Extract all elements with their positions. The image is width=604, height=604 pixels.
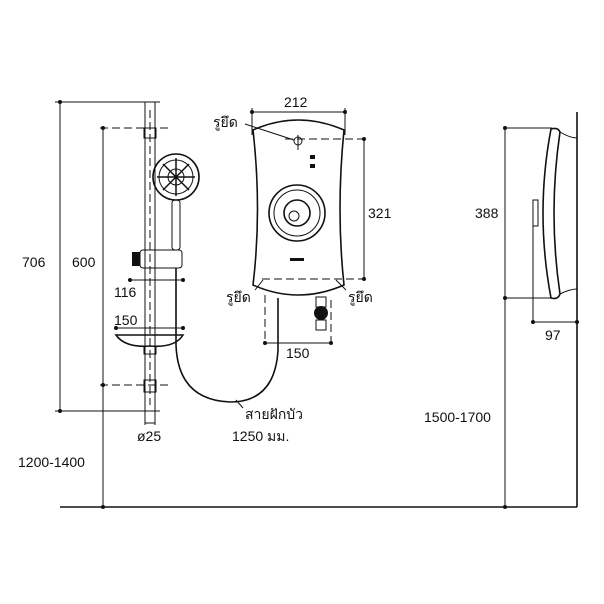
dimension-pipe-150 [263, 295, 333, 345]
water-heater-front [252, 119, 345, 296]
label-150-pipe: 150 [286, 345, 310, 361]
label-fix-hole-right: รูยึด [348, 289, 373, 306]
dimension-25 [144, 411, 156, 425]
label-212: 212 [284, 94, 308, 110]
label-97: 97 [545, 327, 561, 343]
water-heater-side [532, 127, 578, 300]
label-388: 388 [475, 205, 499, 221]
dimension-212 [250, 108, 347, 135]
fix-hole-leader-right [335, 279, 347, 291]
label-rail-floor-height: 1200-1400 [18, 454, 85, 470]
dimension-600 [100, 126, 172, 509]
label-hose: สายฝักบัว [245, 406, 303, 422]
label-150-dish: 150 [114, 312, 138, 328]
dimension-321 [262, 137, 366, 281]
label-heater-floor-height: 1500-1700 [424, 409, 491, 425]
label-hose-length: 1250 มม. [232, 428, 289, 444]
hose-leader [235, 399, 244, 409]
inlet-valve [314, 296, 328, 331]
fix-hole-leader-left [254, 279, 264, 291]
shower-rail [143, 101, 157, 412]
label-116: 116 [114, 284, 137, 300]
dimension-97 [531, 226, 579, 324]
shower-holder [128, 249, 185, 282]
label-706: 706 [22, 254, 46, 270]
shower-hose [175, 268, 279, 403]
dimension-388 [503, 126, 552, 509]
soap-dish [114, 326, 185, 355]
label-321: 321 [368, 205, 392, 221]
dimension-706 [55, 100, 160, 413]
fix-hole-leader-top [244, 123, 295, 141]
label-600: 600 [72, 254, 96, 270]
label-diameter: ø25 [137, 428, 161, 444]
label-fix-hole-top: รูยึด [213, 114, 238, 131]
label-fix-hole-left: รูยึด [226, 289, 251, 306]
hand-shower [152, 153, 200, 251]
